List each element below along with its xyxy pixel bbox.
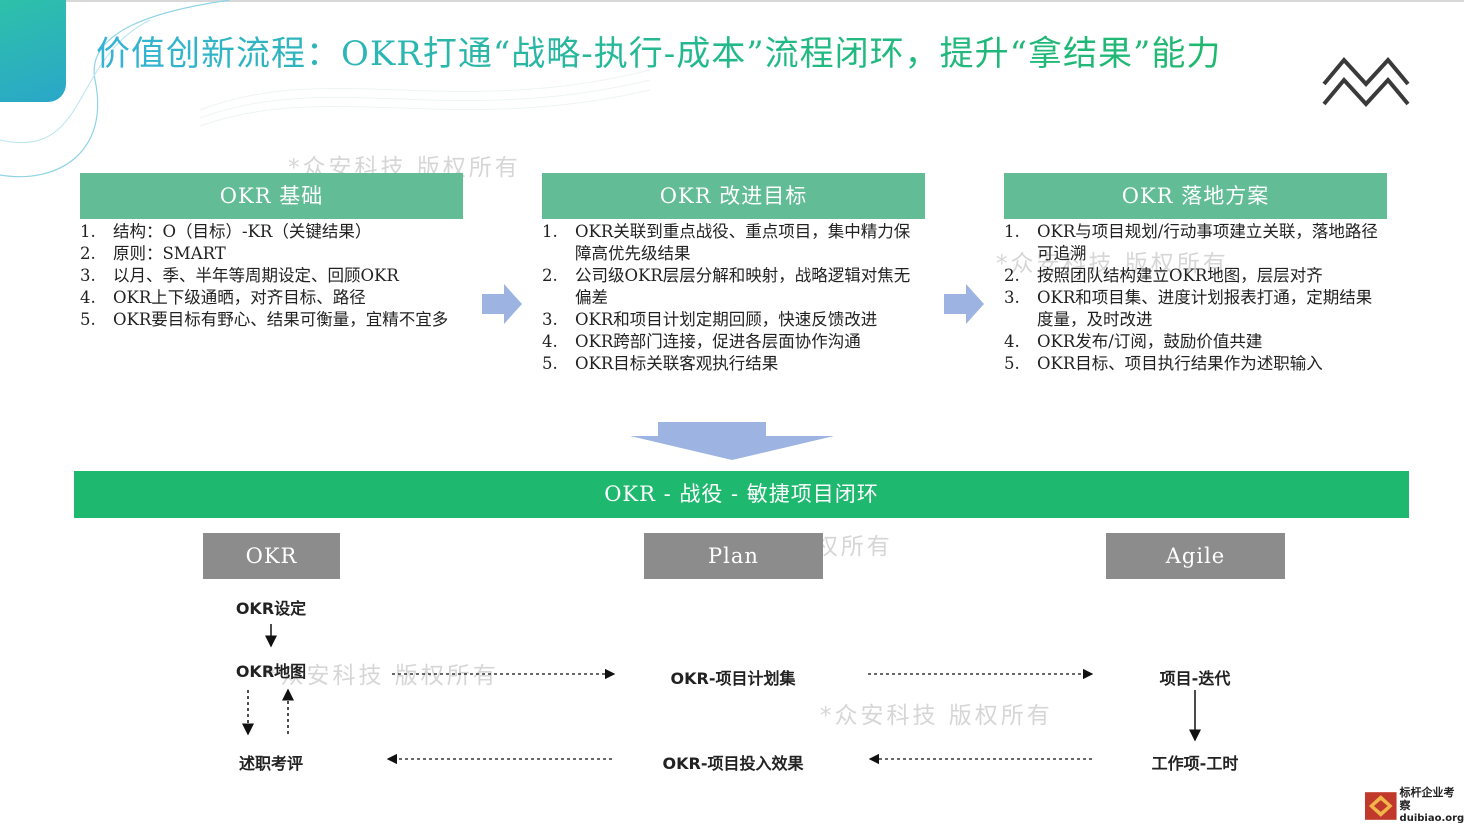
list-item: 3.以月、季、半年等周期设定、回顾OKR: [80, 266, 399, 285]
watermark: *众安科技 版权所有: [996, 251, 1229, 277]
corner-accent-tab: [0, 0, 66, 102]
node-okr-map: OKR地图: [235, 662, 307, 681]
top-border-line: [0, 0, 1464, 2]
okr-basics-list: 1.结构：O（目标）-KR（关键结果） 2.原则：SMART 3.以月、季、半年…: [80, 221, 463, 331]
node-iteration: 项目-迭代: [1159, 669, 1231, 688]
list-item: 1.OKR关联到重点战役、重点项目，集中精力保障高优先级结果: [542, 222, 911, 263]
okr-improve-goals-list: 1.OKR关联到重点战役、重点项目，集中精力保障高优先级结果 2.公司级OKR层…: [542, 221, 925, 375]
list-item: 2.按照团队结构建立OKR地图，层层对齐: [1004, 266, 1323, 285]
arrow-down-icon: [630, 422, 834, 460]
logo-diamond-icon: [1364, 791, 1397, 820]
okr-basics-header: OKR 基础: [80, 173, 463, 219]
list-item: 1.结构：O（目标）-KR（关键结果）: [80, 222, 372, 241]
list-item: 4.OKR发布/订阅，鼓励价值共建: [1004, 332, 1263, 351]
phase-agile: Agile: [1106, 533, 1285, 579]
mountain-zigzag-icon: [1322, 56, 1410, 107]
phase-okr: OKR: [203, 533, 340, 579]
page-title: 价值创新流程：OKR打通“战略-执行-成本”流程闭环，提升“拿结果”能力: [96, 26, 1221, 75]
okr-loop-banner: OKR - 战役 - 敏捷项目闭环: [74, 471, 1409, 518]
list-item: 5.OKR目标、项目执行结果作为述职输入: [1004, 354, 1323, 373]
list-item: 3.OKR和项目计划定期回顾，快速反馈改进: [542, 310, 878, 329]
list-item: 2.原则：SMART: [80, 244, 226, 263]
logo-cn-text: 标杆企业考察: [1399, 786, 1455, 812]
okr-landing-plan-header: OKR 落地方案: [1004, 173, 1387, 219]
phase-plan: Plan: [644, 533, 823, 579]
list-item: 5.OKR目标关联客观执行结果: [542, 354, 779, 373]
list-item: 1.OKR与项目规划/行动事项建立关联，落地路径可追溯: [1004, 222, 1378, 263]
arrow-right-icon: [482, 284, 522, 324]
okr-improve-goals-header: OKR 改进目标: [542, 173, 925, 219]
node-review: 述职考评: [238, 754, 303, 773]
list-item: 2.公司级OKR层层分解和映射，战略逻辑对焦无偏差: [542, 266, 911, 307]
watermark: *众安科技 版权所有: [820, 703, 1053, 729]
node-okr-setting: OKR设定: [235, 599, 307, 618]
list-item: 5.OKR要目标有野心、结果可衡量，宜精不宜多: [80, 310, 449, 329]
duibiao-logo: 标杆企业考察 duibiao.org: [1364, 786, 1464, 825]
logo-en-text: duibiao.org: [1399, 813, 1464, 824]
node-input-effect: OKR-项目投入效果: [662, 754, 804, 773]
arrow-right-icon: [944, 284, 984, 324]
list-item: 4.OKR跨部门连接，促进各层面协作沟通: [542, 332, 861, 351]
background-curve-decoration: [0, 0, 651, 178]
node-work-hours: 工作项-工时: [1151, 754, 1239, 773]
list-item: 4.OKR上下级通晒，对齐目标、路径: [80, 288, 366, 307]
node-plan-set: OKR-项目计划集: [670, 669, 796, 688]
okr-landing-plan-list: 1.OKR与项目规划/行动事项建立关联，落地路径可追溯 2.按照团队结构建立OK…: [1004, 221, 1387, 375]
watermark: *众安科技 版权所有: [266, 663, 499, 689]
list-item: 3.OKR和项目集、进度计划报表打通，定期结果度量，及时改进: [1004, 288, 1373, 329]
